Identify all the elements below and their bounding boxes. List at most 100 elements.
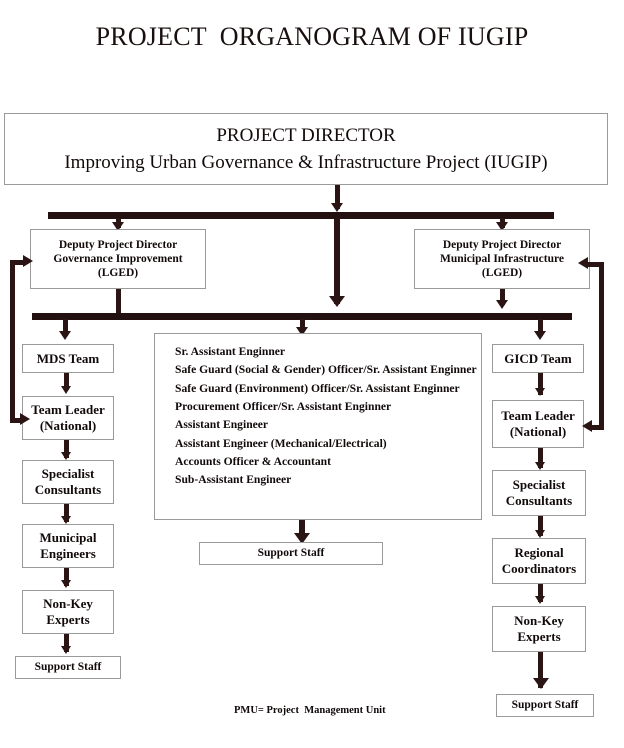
arrowhead-gicd-to-team-leader: [535, 388, 545, 396]
deputy-director-infrastructure-box: Deputy Project Director Municipal Infras…: [414, 229, 590, 289]
arrowhead-mds-to-team-leader: [61, 386, 71, 394]
connector-bus2-to-gicd: [538, 319, 543, 336]
municipal-line1: Municipal: [39, 530, 97, 546]
arrowhead-right-tl-to-specialist: [535, 462, 545, 470]
staff-item: Assistant Engineer (Mechanical/Electrica…: [175, 436, 387, 450]
arrowhead-left-tl-to-specialist: [61, 452, 71, 460]
left-support-staff-box: Support Staff: [15, 656, 121, 679]
arrowhead-bus1-to-dpd-left: [112, 222, 124, 231]
dpd-right-agency: (LGED): [481, 267, 523, 279]
arrowhead-bus2-to-mds: [59, 331, 71, 340]
connector-dpd-left-to-bus2: [116, 289, 121, 313]
arrowhead-feedback-right-to-team-leader: [582, 420, 592, 432]
staff-item: Safe Guard (Social & Gender) Officer/Sr.…: [175, 363, 477, 377]
right-support-staff-box: Support Staff: [496, 694, 594, 717]
dpd-left-title: Deputy Project Director: [58, 238, 178, 251]
pmu-support-staff-box: Support Staff: [199, 542, 383, 565]
connector-left-nonkey-to-support: [64, 634, 69, 652]
bus-bar-top: [48, 212, 554, 219]
connector-right-tl-to-specialist: [538, 448, 543, 468]
right-specialist-line2: Consultants: [505, 493, 573, 508]
arrowhead-bus2-to-gicd: [534, 331, 546, 340]
left-team-leader-box: Team Leader (National): [22, 396, 114, 440]
project-director-role: PROJECT DIRECTOR: [216, 125, 396, 147]
regional-line1: Regional: [514, 545, 564, 561]
right-support-staff-label: Support Staff: [511, 699, 579, 712]
arrowhead-left-specialist-to-municipal: [61, 516, 71, 524]
connector-bus1-to-bus2: [334, 218, 340, 304]
dpd-right-unit: Municipal Infrastructure: [439, 252, 565, 265]
right-specialist-consultants-box: Specialist Consultants: [492, 470, 586, 516]
left-nonkey-line2: Experts: [46, 612, 90, 627]
left-support-staff-label: Support Staff: [34, 661, 102, 674]
connector-regional-to-nonkey: [538, 584, 543, 602]
right-nonkey-line1: Non-Key: [514, 613, 564, 629]
arrowhead-dpd-right-to-bus2: [496, 300, 508, 309]
feedback-loop-left-vertical: [10, 260, 15, 423]
left-specialist-consultants-box: Specialist Consultants: [22, 460, 114, 504]
arrowhead-bus1-to-dpd-right: [496, 222, 508, 231]
arrowhead-pd-to-bus1: [331, 203, 343, 212]
right-non-key-experts-box: Non-Key Experts: [492, 606, 586, 652]
connector-right-nonkey-to-support: [538, 652, 543, 688]
legend-line-pmu: PMU= Project Management Unit: [234, 705, 386, 716]
feedback-loop-right-vertical: [599, 262, 604, 430]
gicd-team-box: GICD Team: [492, 344, 584, 373]
arrowhead-left-nonkey-to-support: [61, 646, 71, 654]
arrowhead-feedback-left-to-dpd: [23, 255, 33, 267]
arrowhead-right-specialist-to-regional: [535, 530, 545, 538]
bus-bar-second: [32, 313, 572, 320]
staff-item: Accounts Officer & Accountant: [175, 454, 331, 468]
page-title: PROJECT ORGANOGRAM OF IUGIP: [95, 22, 529, 51]
connector-bus2-to-mds: [63, 319, 68, 336]
left-team-leader-line2: (National): [39, 418, 97, 433]
connector-right-specialist-to-regional: [538, 516, 543, 536]
feedback-loop-right-top: [588, 262, 604, 267]
project-director-project-name: Improving Urban Governance & Infrastruct…: [64, 151, 548, 173]
staff-item: Assistant Engineer: [175, 418, 269, 432]
connector-staff-to-support: [299, 520, 305, 540]
staff-item: Procurement Officer/Sr. Assistant Enginn…: [175, 399, 392, 413]
dpd-right-title: Deputy Project Director: [442, 238, 562, 251]
regional-line2: Coordinators: [501, 561, 577, 576]
arrowhead-feedback-right-to-dpd: [578, 257, 588, 269]
connector-pd-to-bus1: [335, 185, 340, 209]
left-non-key-experts-box: Non-Key Experts: [22, 590, 114, 634]
connector-left-tl-to-specialist: [64, 440, 69, 458]
right-specialist-line1: Specialist: [512, 477, 566, 493]
staff-item: Sub-Assistant Engineer: [175, 473, 292, 487]
right-team-leader-line1: Team Leader: [501, 408, 575, 424]
mds-team-label: MDS Team: [36, 350, 100, 366]
municipal-line2: Engineers: [40, 546, 96, 561]
feedback-loop-left-top: [10, 260, 26, 265]
right-nonkey-line2: Experts: [517, 629, 561, 644]
regional-coordinators-box: Regional Coordinators: [492, 538, 586, 584]
right-team-leader-box: Team Leader (National): [492, 400, 584, 448]
connector-dpd-right-to-bus2: [500, 289, 505, 305]
staff-item: Safe Guard (Environment) Officer/Sr. Ass…: [175, 381, 460, 395]
arrowhead-right-nonkey-to-support: [533, 678, 549, 689]
dpd-left-agency: (LGED): [97, 267, 139, 279]
arrowhead-municipal-to-nonkey: [61, 580, 71, 588]
right-team-leader-line2: (National): [509, 424, 567, 439]
project-director-box: PROJECT DIRECTOR Improving Urban Governa…: [4, 113, 608, 185]
left-specialist-line1: Specialist: [41, 466, 95, 482]
connector-left-specialist-to-municipal: [64, 504, 69, 522]
staff-item: Sr. Assistant Enginner: [175, 345, 286, 358]
municipal-engineers-box: Municipal Engineers: [22, 524, 114, 568]
dpd-left-unit: Governance Improvement: [53, 252, 183, 265]
connector-bus2-to-staff: [300, 319, 305, 331]
arrowhead-bus1-to-bus2: [329, 296, 345, 307]
connector-municipal-to-nonkey: [64, 568, 69, 586]
arrowhead-bus2-to-staff: [296, 327, 308, 336]
feedback-loop-left-bottom: [10, 418, 22, 423]
connector-mds-to-team-leader: [64, 373, 69, 390]
deputy-director-governance-box: Deputy Project Director Governance Impro…: [30, 229, 206, 289]
feedback-loop-right-bottom: [592, 425, 604, 430]
gicd-team-label: GICD Team: [504, 350, 572, 366]
pmu-support-staff-label: Support Staff: [257, 547, 325, 560]
connector-gicd-to-team-leader: [538, 373, 543, 395]
mds-team-box: MDS Team: [22, 344, 114, 373]
arrowhead-feedback-left-to-team-leader: [20, 413, 30, 425]
